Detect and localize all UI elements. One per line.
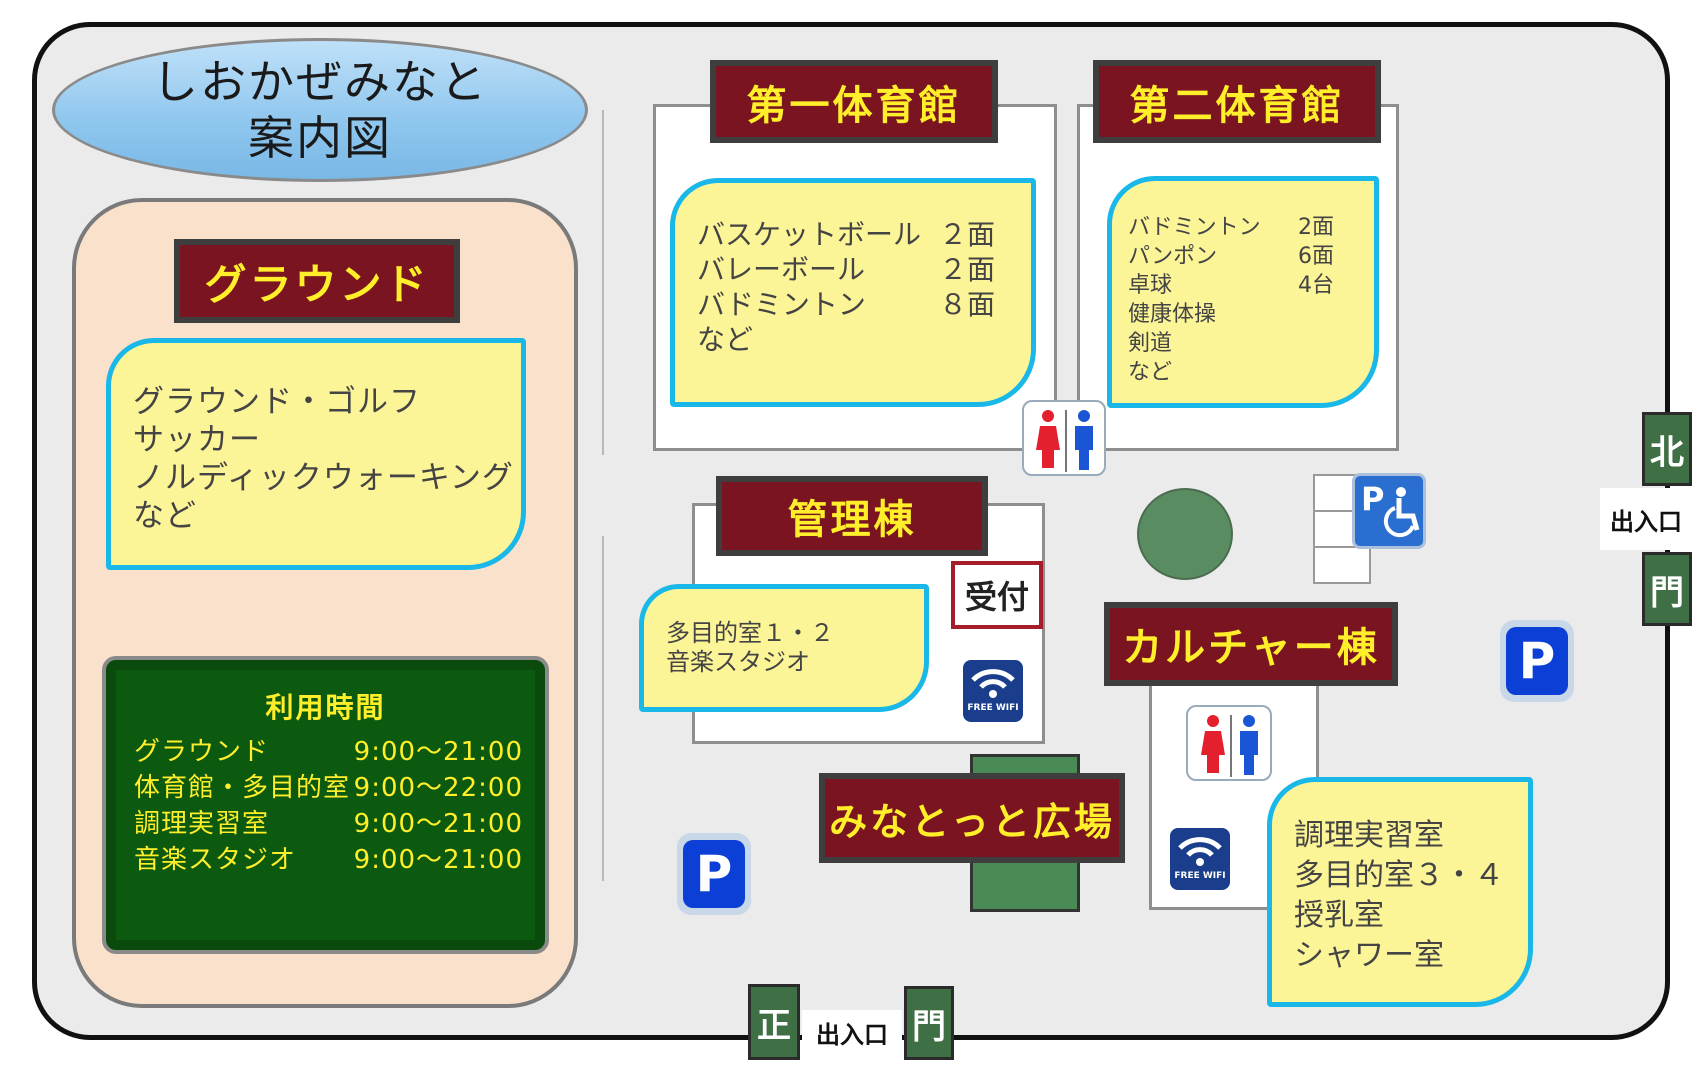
sport-name: バスケットボール	[697, 218, 922, 251]
north-gate-sign-gate: 門	[1642, 552, 1692, 626]
north-entrance-label[interactable]: 出入口	[1600, 488, 1692, 550]
sport-name: 卓球	[1128, 273, 1173, 298]
reception-sign[interactable]: 受付	[951, 561, 1043, 629]
hours-time: 9:00〜21:00	[353, 809, 523, 839]
culture-rooms-note: 調理実習室 多目的室３・４ 授乳室 シャワー室	[1267, 777, 1533, 1007]
court-count: ２面	[939, 253, 996, 286]
parking-symbol: P	[683, 840, 745, 908]
gym2-label[interactable]: 第二体育館	[1093, 60, 1381, 143]
admin-rooms-note: 多目的室１・２ 音楽スタジオ	[639, 584, 929, 712]
gym1-row: バドミントン ８面	[697, 287, 1031, 322]
north-gate-sign-north: 北	[1642, 412, 1692, 486]
divider-lower	[602, 536, 604, 881]
gym1-row: バレーボール ２面	[697, 252, 1031, 287]
hours-facility: 調理実習室	[134, 809, 270, 839]
hours-facility: グラウンド	[134, 737, 270, 767]
map-title: しおかぜみなと 案内図	[52, 38, 588, 182]
parking-icon[interactable]: P	[1500, 620, 1574, 702]
gym1-note: バスケットボール ２面 バレーボール ２面 バドミントン ８面 など	[670, 178, 1036, 407]
culture-room: シャワー室	[1294, 938, 1444, 973]
wifi-label: FREE WIFI	[1174, 871, 1226, 881]
accessible-parking-icon[interactable]: P	[1352, 473, 1426, 549]
hours-row: 体育館・多目的室 9:00〜22:00	[134, 770, 523, 806]
hours-row: 音楽スタジオ 9:00〜21:00	[134, 842, 523, 878]
map-title-line2: 案内図	[248, 111, 392, 165]
main-entrance-label[interactable]: 出入口	[802, 1010, 902, 1054]
hours-facility: 体育館・多目的室	[134, 773, 351, 803]
sport-name: パンポン	[1128, 244, 1218, 269]
gym2-row: など	[1128, 358, 1374, 387]
culture-room: 多目的室３・４	[1294, 858, 1504, 893]
accessible-parking-symbol: P	[1361, 480, 1384, 518]
wifi-label: FREE WIFI	[967, 703, 1019, 713]
restroom-icon[interactable]	[1186, 705, 1272, 781]
court-count: ２面	[939, 218, 996, 251]
gym1-label[interactable]: 第一体育館	[710, 60, 998, 143]
sport-name: 剣道	[1128, 331, 1173, 356]
culture-room: 授乳室	[1294, 898, 1384, 933]
sport-name: バドミントン	[1128, 215, 1261, 240]
hours-board: 利用時間 グラウンド 9:00〜21:00 体育館・多目的室 9:00〜22:0…	[102, 656, 549, 954]
ground-label[interactable]: グラウンド	[174, 239, 460, 323]
admin-label[interactable]: 管理棟	[716, 476, 988, 556]
hours-time: 9:00〜22:00	[353, 773, 523, 803]
parking-icon[interactable]: P	[677, 833, 751, 915]
divider-upper	[602, 110, 604, 455]
hours-row: グラウンド 9:00〜21:00	[134, 734, 523, 770]
culture-label[interactable]: カルチャー棟	[1104, 602, 1398, 686]
hours-facility: 音楽スタジオ	[134, 845, 297, 875]
ground-activity: ノルディックウォーキング	[133, 460, 514, 496]
main-gate-sign-gate: 門	[904, 986, 954, 1060]
gym1-row: など	[697, 322, 1031, 357]
gym1-row: バスケットボール ２面	[697, 217, 1031, 252]
map-title-line1: しおかぜみなと	[152, 55, 488, 109]
parking-symbol: P	[1506, 627, 1568, 695]
ground-activity: グラウンド・ゴルフ	[133, 384, 421, 420]
ground-activity: など	[133, 498, 197, 534]
gym2-note: バドミントン 2面 パンポン 6面 卓球 4台 健康体操 剣道 など	[1107, 176, 1379, 408]
restroom-icon[interactable]	[1022, 400, 1106, 476]
roundabout	[1137, 488, 1233, 580]
court-count: 4台	[1298, 273, 1334, 298]
gym2-row: 健康体操	[1128, 300, 1374, 329]
court-count: 2面	[1298, 215, 1334, 240]
gym2-row: バドミントン 2面	[1128, 213, 1374, 242]
admin-room: 音楽スタジオ	[666, 648, 810, 676]
main-gate-sign-main: 正	[748, 984, 800, 1060]
ground-activity: サッカー	[133, 422, 261, 458]
plaza-label[interactable]: みなとっと広場	[819, 773, 1125, 863]
sport-name: など	[1128, 360, 1173, 385]
culture-room: 調理実習室	[1294, 818, 1444, 853]
hours-row: 調理実習室 9:00〜21:00	[134, 806, 523, 842]
wifi-icon: FREE WIFI	[1170, 828, 1230, 890]
gym2-row: 卓球 4台	[1128, 271, 1374, 300]
hours-title: 利用時間	[265, 691, 386, 724]
court-count: 6面	[1298, 244, 1334, 269]
gym2-row: パンポン 6面	[1128, 242, 1374, 271]
wifi-icon: FREE WIFI	[963, 660, 1023, 722]
ground-activities-note: グラウンド・ゴルフ サッカー ノルディックウォーキング など	[106, 338, 526, 570]
admin-room: 多目的室１・２	[666, 619, 834, 647]
court-count: ８面	[939, 288, 996, 321]
sport-name: など	[697, 323, 754, 356]
gym2-row: 剣道	[1128, 329, 1374, 358]
sport-name: バレーボール	[697, 253, 866, 286]
sport-name: 健康体操	[1128, 302, 1217, 327]
sport-name: バドミントン	[697, 288, 866, 321]
hours-time: 9:00〜21:00	[353, 737, 523, 767]
hours-time: 9:00〜21:00	[353, 845, 523, 875]
